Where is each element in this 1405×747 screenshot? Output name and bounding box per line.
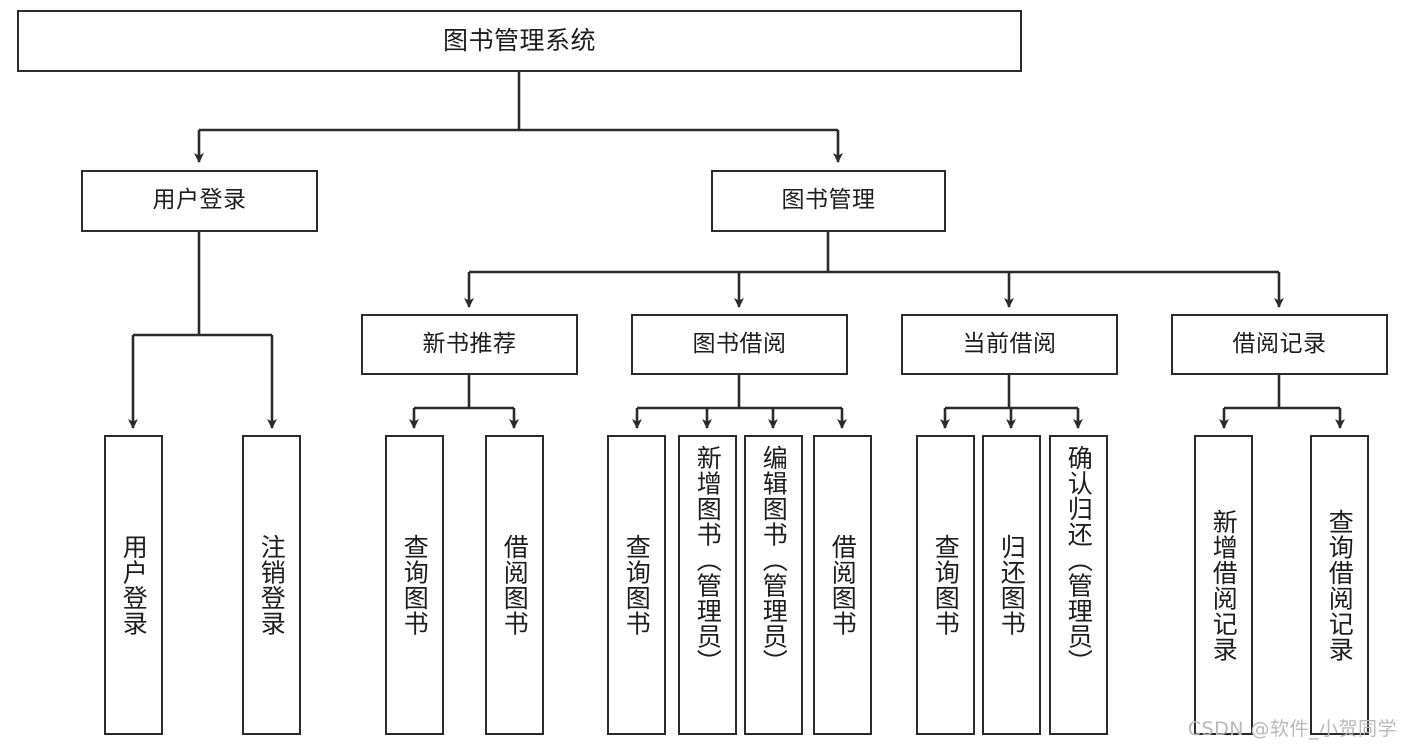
leaf-query-book-newbook[interactable]: 查询图书 bbox=[385, 435, 444, 735]
node-root[interactable]: 图书管理系统 bbox=[17, 10, 1022, 72]
leaf-query-borrow-record[interactable]: 查询借阅记录 bbox=[1310, 435, 1369, 735]
leaf-borrow-book-borrow[interactable]: 借阅图书 bbox=[813, 435, 872, 735]
node-user-login[interactable]: 用户登录 bbox=[81, 170, 318, 232]
leaf-confirm-return-admin[interactable]: 确认归还（管理员） bbox=[1049, 435, 1108, 735]
leaf-label: 编辑图书（管理员） bbox=[759, 445, 789, 675]
leaf-borrow-book-newbook[interactable]: 借阅图书 bbox=[485, 435, 544, 735]
node-book-management[interactable]: 图书管理 bbox=[711, 170, 946, 232]
leaf-label: 注销登录 bbox=[257, 534, 287, 636]
leaf-label: 查询图书 bbox=[400, 534, 430, 636]
leaf-label: 借阅图书 bbox=[828, 534, 858, 636]
leaf-edit-book-admin[interactable]: 编辑图书（管理员） bbox=[744, 435, 803, 735]
leaf-label: 新增图书（管理员） bbox=[693, 445, 723, 675]
leaf-label: 归还图书 bbox=[997, 534, 1027, 636]
leaf-label: 新增借阅记录 bbox=[1209, 508, 1239, 662]
node-borrow-record[interactable]: 借阅记录 bbox=[1171, 314, 1388, 375]
leaf-user-login[interactable]: 用户登录 bbox=[104, 435, 163, 735]
leaf-label: 借阅图书 bbox=[500, 534, 530, 636]
leaf-query-book-borrow[interactable]: 查询图书 bbox=[607, 435, 666, 735]
leaf-query-book-current[interactable]: 查询图书 bbox=[916, 435, 975, 735]
leaf-add-book-admin[interactable]: 新增图书（管理员） bbox=[678, 435, 737, 735]
leaf-label: 查询图书 bbox=[931, 534, 961, 636]
leaf-add-borrow-record[interactable]: 新增借阅记录 bbox=[1194, 435, 1253, 735]
leaf-label: 查询借阅记录 bbox=[1325, 508, 1355, 662]
leaf-logout[interactable]: 注销登录 bbox=[242, 435, 301, 735]
node-current-borrow[interactable]: 当前借阅 bbox=[901, 314, 1118, 375]
leaf-label: 查询图书 bbox=[622, 534, 652, 636]
watermark: CSDN @软件_小贺同学 bbox=[1187, 718, 1397, 740]
leaf-label: 确认归还（管理员） bbox=[1064, 445, 1094, 675]
leaf-label: 用户登录 bbox=[119, 534, 149, 636]
node-new-book-recommend[interactable]: 新书推荐 bbox=[361, 314, 578, 375]
node-book-borrow[interactable]: 图书借阅 bbox=[631, 314, 848, 375]
leaf-return-book[interactable]: 归还图书 bbox=[982, 435, 1041, 735]
